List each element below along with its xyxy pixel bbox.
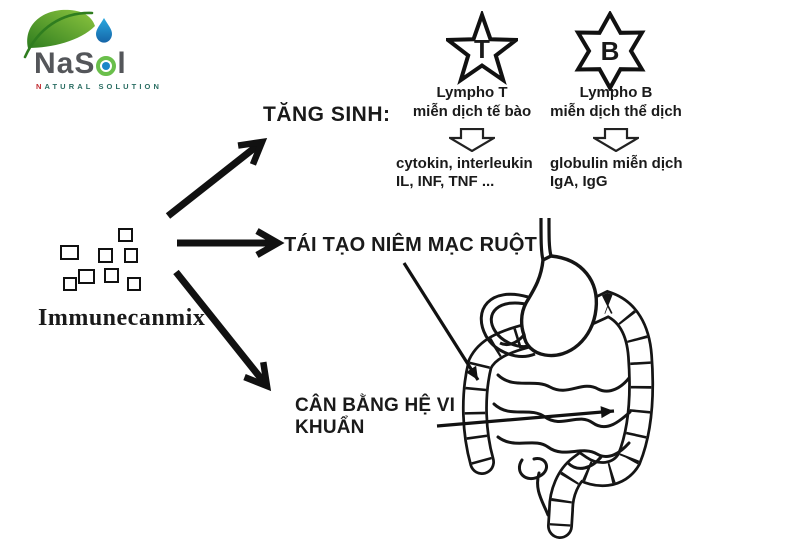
pointer-mucosa-to-intestine [402, 262, 480, 381]
t-cell-symbol: T [474, 34, 490, 64]
tagline-first-letter: N [36, 82, 45, 91]
lympho-b-title: Lympho B [579, 84, 653, 101]
lympho-b-subtitle: miễn dịch thể dịch [550, 102, 682, 120]
leaf-droplet-icon [23, 9, 112, 59]
arrow-to-can-bang [173, 269, 272, 392]
particle-square [60, 245, 79, 260]
nasol-logo: NaS l NATURAL SOLUTION [20, 4, 180, 91]
particle-square [124, 248, 138, 263]
b-products-line2: IgA, IgG [550, 173, 608, 191]
intestine-illustration [461, 217, 655, 539]
particle-square [78, 269, 95, 284]
particle-square [118, 228, 133, 242]
pylorus [499, 333, 526, 347]
lympho-t-subtitle: miễn dịch tế bào [412, 102, 532, 120]
particle-square [98, 248, 113, 263]
brand-o-ring-icon [96, 56, 117, 76]
b-cell-symbol: B [601, 36, 620, 66]
b-products-line1: globulin miễn dịch [550, 154, 683, 172]
t-products: cytokin, interleukin IL, INF, TNF ... [396, 155, 533, 193]
pointer-microbiota-to-intestine [436, 406, 615, 428]
b-products: globulin miễn dịch IgA, IgG [550, 155, 683, 193]
brand-text-right: l [117, 47, 127, 80]
down-block-arrow-icon [593, 127, 639, 152]
label-can-bang-he-vi-khuan: CÂN BẰNG HỆ VI KHUẨN [295, 395, 455, 439]
stomach [519, 254, 599, 358]
particle-square [104, 268, 119, 283]
lympho-t-column: Lympho T miễn dịch tế bào cytokin, inter… [396, 84, 548, 192]
t-cell-star-icon: T [446, 11, 518, 85]
tagline-rest: ATURAL SOLUTION [44, 82, 162, 91]
t-products-line1: cytokin, interleukin [396, 154, 533, 172]
particle-square [63, 277, 77, 291]
lympho-t-title: Lympho T [436, 84, 508, 101]
brand-tagline: NATURAL SOLUTION [36, 82, 180, 91]
colon-haustra-marks [464, 292, 652, 527]
b-cell-star-icon: B [574, 11, 646, 91]
microbiota-line1: CÂN BẰNG HỆ VI [295, 395, 456, 416]
source-label: Immunecanmix [38, 305, 206, 331]
small-intestine-coils [492, 373, 632, 517]
label-tai-tao-niem-mac-ruot: TÁI TẠO NIÊM MẠC RUỘT [284, 234, 538, 256]
lympho-b-column: Lympho B miễn dịch thể dịch globulin miễ… [540, 84, 692, 192]
brand-wordmark: NaS l [34, 49, 180, 79]
arrow-to-tang-sinh [165, 137, 268, 219]
brand-text-left: NaS [34, 47, 96, 80]
t-products-line2: IL, INF, TNF ... [396, 173, 495, 191]
particle-square [127, 277, 141, 291]
brand-o-dot-icon [102, 62, 111, 70]
duodenum-loop [479, 292, 536, 358]
heading-tang-sinh: TĂNG SINH: [263, 103, 391, 126]
down-block-arrow-icon [449, 127, 495, 152]
esophagus [539, 217, 553, 261]
microbiota-line2: KHUẨN [295, 417, 365, 438]
